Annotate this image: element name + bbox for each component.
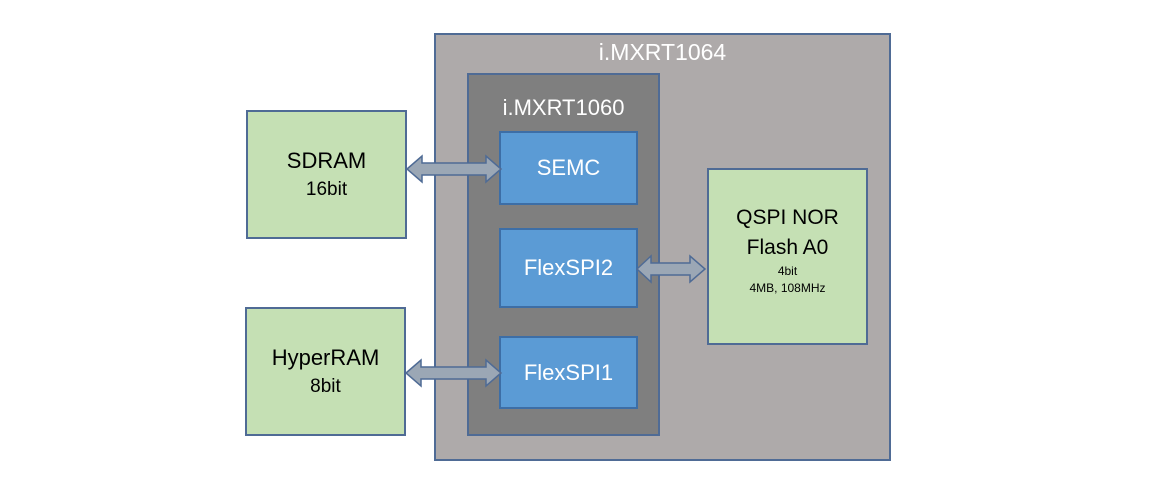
sdram-semc-arrow [405,154,503,184]
sdram-width: 16bit [305,178,348,200]
hyperram-name: HyperRAM [271,344,380,370]
hyperram-box: HyperRAM 8bit [245,307,406,436]
hyperram-width: 8bit [310,375,341,397]
imxrt1064-title: i.MXRT1064 [598,39,727,65]
sdram-box: SDRAM 16bit [246,110,407,239]
qspi-flash-box: QSPI NOR Flash A0 4bit 4MB, 108MHz [707,168,868,345]
flash-line2: Flash A0 [746,235,829,259]
flash-spec: 4MB, 108MHz [749,280,826,295]
flexspi2-label: FlexSPI2 [523,255,614,280]
flexspi1-label: FlexSPI1 [523,359,614,385]
imxrt1060-title: i.MXRT1060 [502,95,625,120]
semc-label: SEMC [536,155,601,180]
sdram-name: SDRAM [286,147,367,173]
flash-width: 4bit [777,263,798,278]
hyperram-flexspi1-arrow [404,358,503,388]
semc-block: SEMC [499,131,638,205]
flash-line1: QSPI NOR [736,205,839,229]
flexspi2-flash-arrow [635,254,707,284]
flexspi2-block: FlexSPI2 [499,228,638,308]
flexspi1-block: FlexSPI1 [499,336,638,409]
